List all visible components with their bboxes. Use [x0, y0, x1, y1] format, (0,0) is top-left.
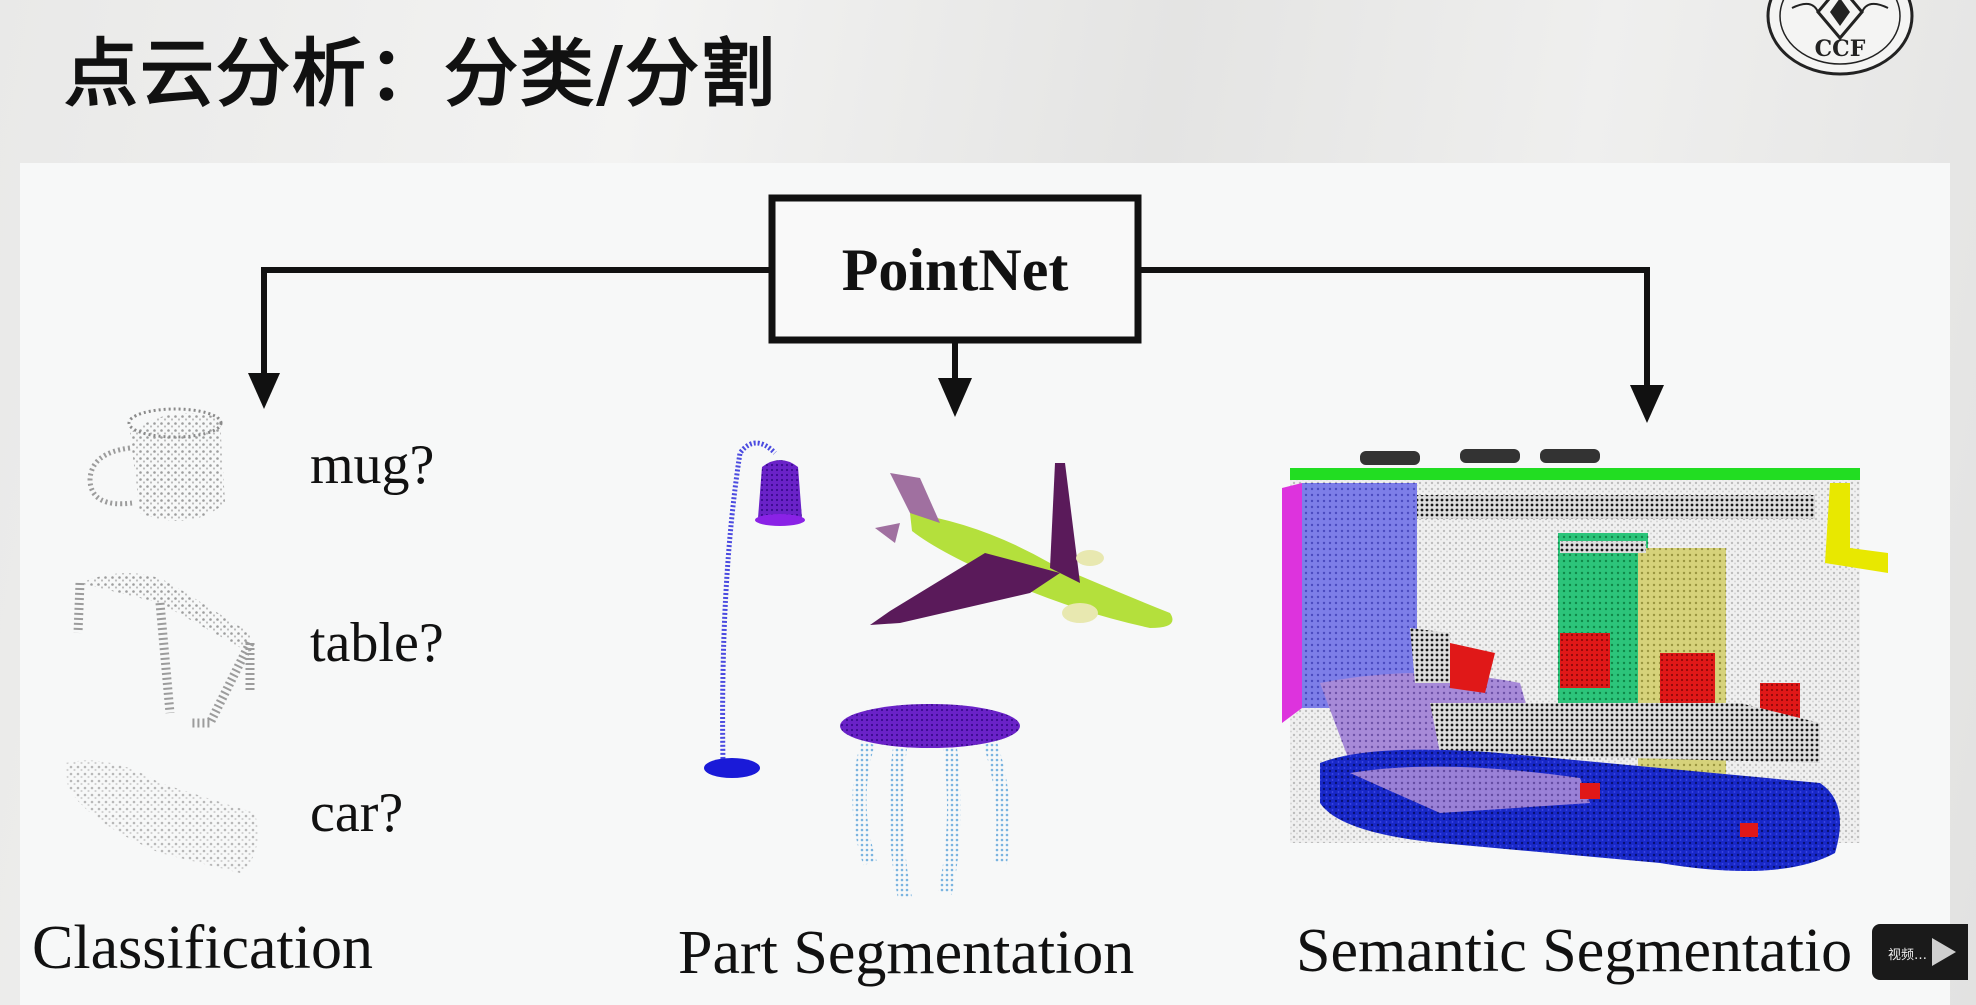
lamp-pointcloud	[704, 440, 805, 778]
arrow-down-icon	[1630, 385, 1664, 423]
ccf-logo-icon: CCF	[1766, 0, 1914, 76]
video-player-control[interactable]: 视频…	[1872, 924, 1968, 980]
pointnet-node: PointNet	[768, 194, 1142, 344]
svg-text:CCF: CCF	[1815, 36, 1866, 62]
part-segmentation-caption: Part Segmentation	[678, 919, 1134, 987]
car-pointcloud	[65, 760, 258, 873]
mug-pointcloud	[87, 407, 225, 521]
arrow-down-icon	[248, 373, 280, 409]
arrow-down-icon	[938, 378, 972, 417]
diagram-panel: PointNet mug? table? car?	[20, 163, 1950, 1005]
table-pointcloud	[73, 573, 255, 728]
classification-label-table: table?	[310, 612, 444, 674]
pointnet-label: PointNet	[842, 237, 1069, 303]
classification-label-car: car?	[310, 782, 403, 844]
play-icon[interactable]	[1932, 938, 1956, 966]
connector-lines	[261, 267, 1650, 385]
slide-title: 点云分析：分类/分割	[64, 31, 778, 117]
airplane-pointcloud	[870, 463, 1173, 628]
classification-caption: Classification	[32, 914, 373, 982]
room-pointcloud	[1282, 449, 1888, 871]
table-part-pointcloud	[840, 704, 1020, 900]
arrow-heads	[248, 373, 1664, 423]
player-overlay-text: 视频…	[1888, 948, 1928, 963]
semantic-segmentation-caption: Semantic Segmentatio	[1296, 917, 1852, 985]
classification-label-mug: mug?	[310, 434, 434, 496]
